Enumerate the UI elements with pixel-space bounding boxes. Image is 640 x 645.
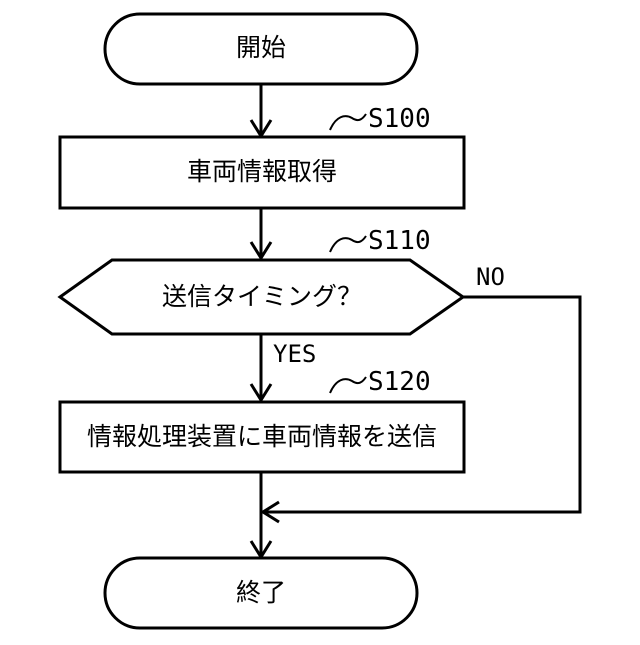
s110-decision: 送信タイミング？ xyxy=(60,260,463,334)
end-label: 終了 xyxy=(236,578,286,607)
s110-leader-line xyxy=(330,236,366,252)
s100-leader-line xyxy=(330,114,366,130)
s100-step-id: S100 xyxy=(368,104,431,134)
s120-step-tag: S120 xyxy=(330,367,431,397)
yes-branch-label: YES xyxy=(273,340,316,368)
s100-step-tag: S100 xyxy=(330,104,431,134)
start-terminal: 開始 xyxy=(105,14,417,84)
s120-leader-line xyxy=(330,377,366,393)
connector-s100-to-s110 xyxy=(251,208,271,258)
s100-label: 車両情報取得 xyxy=(187,157,337,186)
end-terminal: 終了 xyxy=(105,558,417,628)
connector-start-to-s100 xyxy=(251,84,271,136)
s110-step-tag: S110 xyxy=(330,226,431,256)
s120-label: 情報処理装置に車両情報を送信 xyxy=(87,422,437,451)
s110-step-id: S110 xyxy=(368,226,431,256)
start-label: 開始 xyxy=(236,33,286,62)
connector-s110-yes-to-s120: YES xyxy=(251,334,316,400)
no-branch-label: NO xyxy=(476,263,505,291)
s120-process: 情報処理装置に車両情報を送信 xyxy=(60,402,464,472)
s120-step-id: S120 xyxy=(368,367,431,397)
s100-process: 車両情報取得 xyxy=(60,137,464,208)
s110-label: 送信タイミング？ xyxy=(162,282,362,311)
